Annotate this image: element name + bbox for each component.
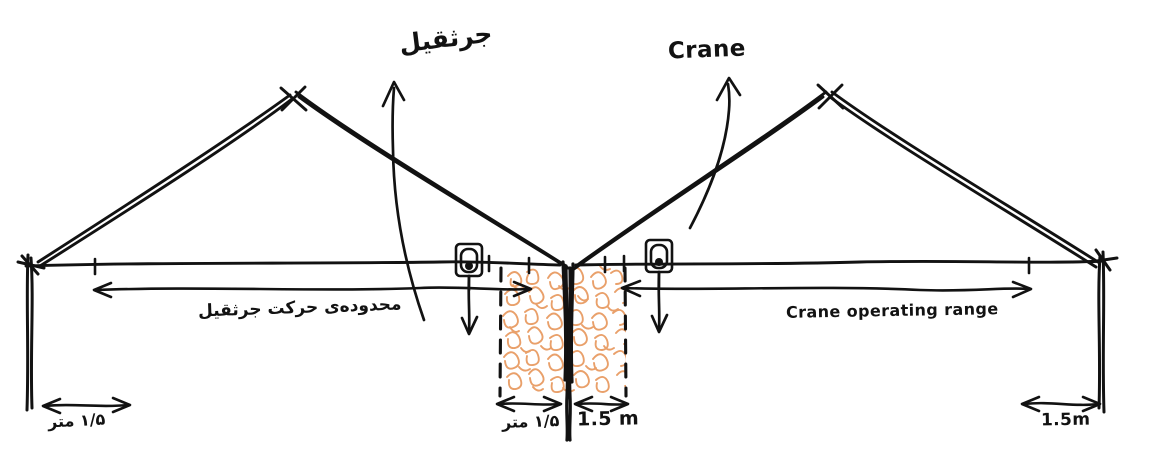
crane-label-arrow-left [381, 80, 426, 322]
left-hook-down-arrow [460, 274, 479, 336]
left-operating-range-dimension [92, 280, 533, 299]
dimension-label-right-en: 1.5m [1040, 409, 1091, 431]
left-a-frame [36, 85, 570, 270]
center-column [561, 260, 575, 442]
left-bottom-dimension [41, 396, 132, 415]
right-a-frame [572, 83, 1100, 271]
right-mast [1088, 248, 1119, 414]
center-right-bottom-dimension [573, 395, 630, 413]
zone-dashed-borders [498, 266, 628, 398]
dimension-label-center-fa: ۱/۵ متر [501, 411, 560, 432]
dimension-label-center-en: 1.5 m [576, 407, 640, 431]
right-hook-down-arrow [650, 270, 669, 334]
center-hatched-zone [502, 266, 626, 394]
ground-tick-marks [93, 254, 1031, 276]
left-mast [16, 253, 46, 412]
right-bottom-dimension [1020, 395, 1102, 413]
dimension-label-left-fa: ۱/۵ متر [47, 409, 106, 432]
crane-label-arrow-right [688, 76, 742, 230]
crane-label-en: Crane [667, 35, 747, 65]
center-left-bottom-dimension [495, 395, 563, 413]
operating-range-label-en: Crane operating range [785, 299, 999, 322]
right-operating-range-dimension [620, 279, 1033, 299]
